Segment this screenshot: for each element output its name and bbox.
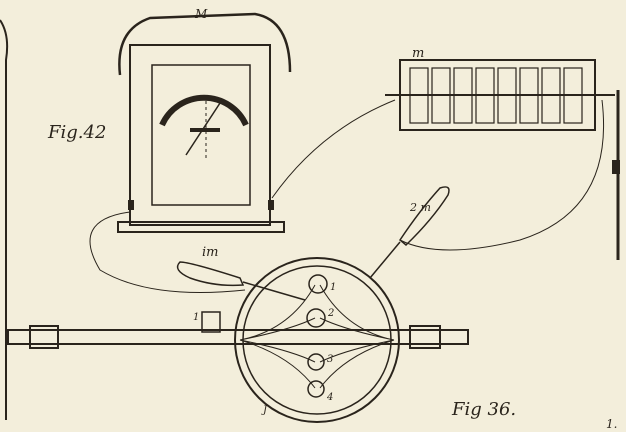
left-handle xyxy=(176,261,245,287)
galvanometer-apparatus xyxy=(117,12,292,233)
battery xyxy=(385,59,615,131)
right-handle-label: 2 m xyxy=(409,201,431,214)
rim-mark-label: J xyxy=(261,405,268,416)
needle xyxy=(185,99,223,156)
left-plate-border xyxy=(0,19,9,420)
edge-fragment-label: 1. xyxy=(606,417,617,431)
battery-mark-label: m xyxy=(412,46,424,61)
right-edge-fixture xyxy=(612,90,620,260)
case-base xyxy=(117,221,285,233)
electrode-label-3: 3 xyxy=(327,354,333,365)
mirror-mark-label: M xyxy=(194,7,208,21)
electrode-3 xyxy=(307,353,325,371)
wire-case-to-handle xyxy=(89,211,246,293)
carry-handle xyxy=(118,12,292,76)
right-handle xyxy=(399,186,450,247)
case-frame xyxy=(129,44,271,226)
electrode-2 xyxy=(306,308,326,328)
wire-battery-to-case xyxy=(271,99,396,199)
inner-disc xyxy=(242,265,392,415)
dial-scale xyxy=(159,94,249,127)
wire-battery-to-right-handle xyxy=(399,99,605,251)
electrode-1 xyxy=(308,274,328,294)
electrode-4 xyxy=(307,380,325,398)
disc-apparatus xyxy=(7,186,469,423)
left-handle-label: im xyxy=(202,245,219,260)
electrode-label-2: 2 xyxy=(327,308,334,319)
electrode-label-4: 4 xyxy=(326,392,333,403)
fig36-caption: Fig 36. xyxy=(451,399,516,420)
outer-disc xyxy=(234,257,400,423)
rod-mark-label: 1 xyxy=(193,312,199,323)
case-window xyxy=(151,64,251,206)
fig42-caption: Fig.42 xyxy=(47,122,106,143)
axle-rod xyxy=(7,329,469,345)
electrode-label-1: 1 xyxy=(330,282,336,293)
